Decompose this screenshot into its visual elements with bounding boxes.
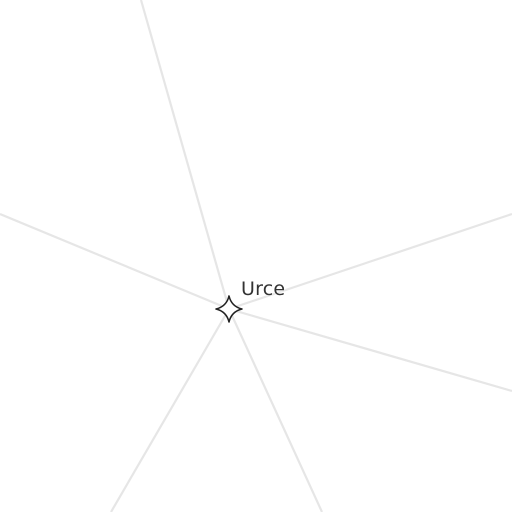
four-point-star-icon[interactable] xyxy=(215,295,243,323)
road-south-southeast xyxy=(227,308,324,512)
road-east-northeast xyxy=(228,212,512,311)
place-label[interactable]: Urce xyxy=(241,278,286,300)
road-south-southwest xyxy=(110,308,230,512)
road-east-southeast xyxy=(228,307,512,393)
road-north xyxy=(139,0,231,310)
road-west xyxy=(0,212,230,311)
